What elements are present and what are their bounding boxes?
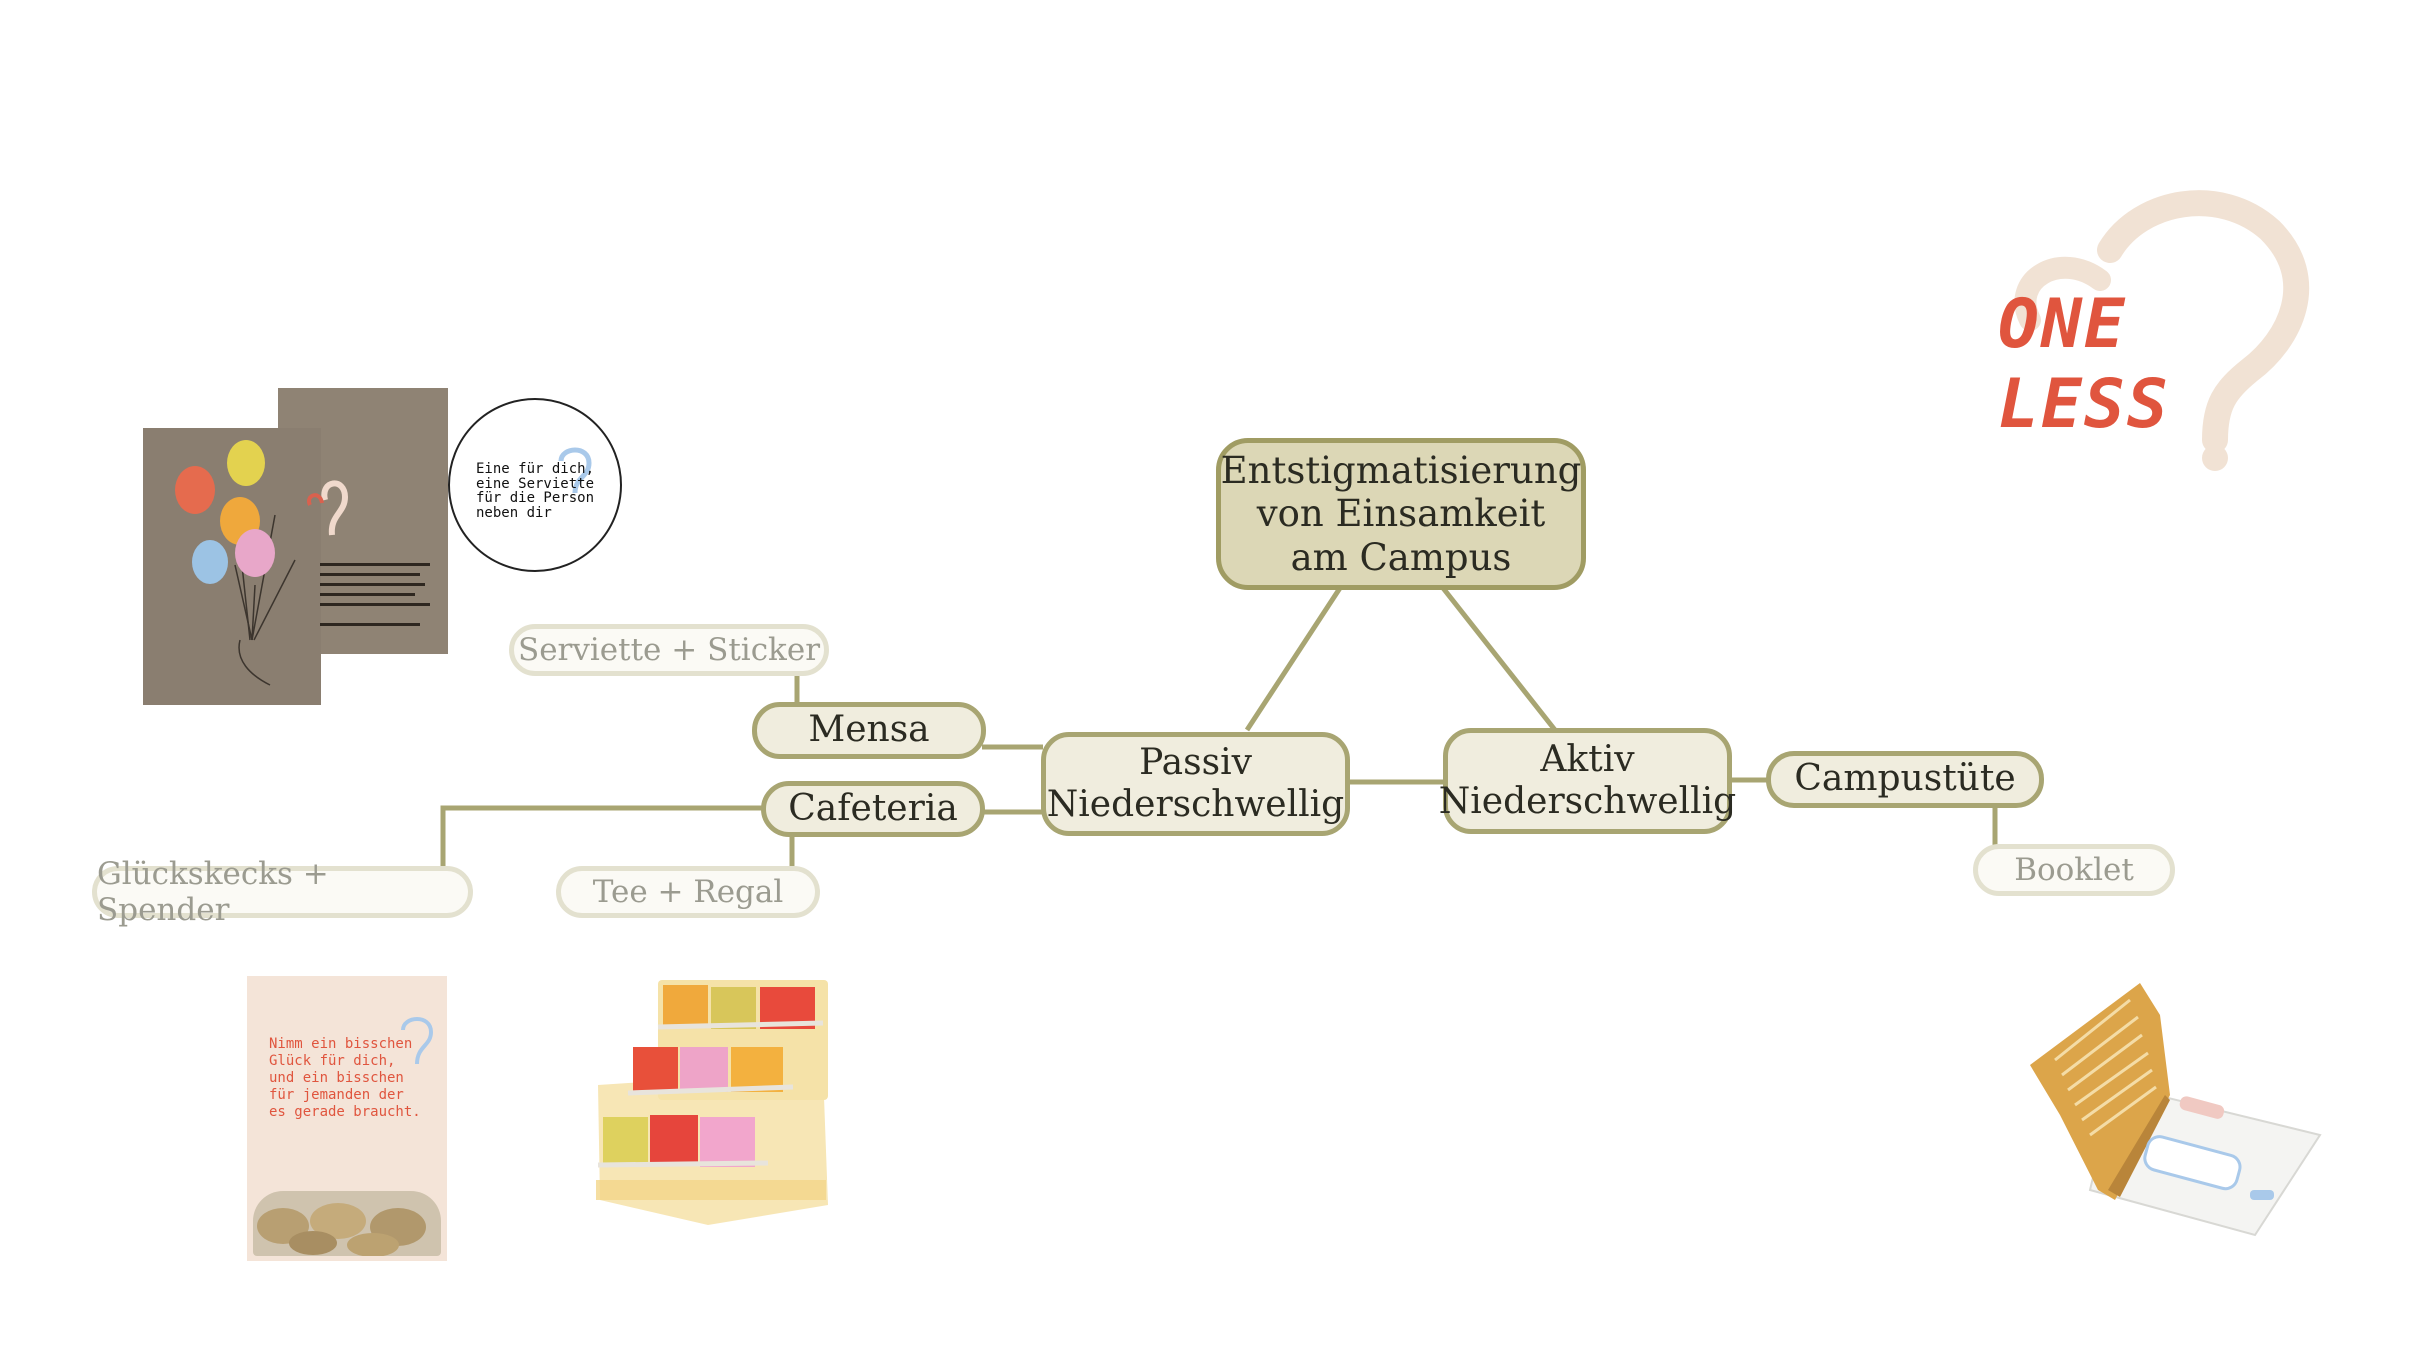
link-glueckskecks-cafeteria — [440, 805, 765, 867]
link-root-passiv — [1244, 586, 1343, 732]
mensa-node: Mensa — [752, 702, 986, 759]
tea-rack-image — [588, 975, 833, 1230]
one-less-logo: ONE LESS — [1990, 190, 2320, 480]
serviette-leaf: Serviette + Sticker — [509, 624, 829, 676]
question-mark-icon — [558, 447, 592, 494]
cafeteria-node: Cafeteria — [761, 781, 985, 837]
link-root-aktiv — [1441, 586, 1557, 732]
cookie-dispenser-image: Nimm ein bisschen Glück für dich, und ei… — [247, 976, 447, 1261]
campustuete-node: Campustüte — [1766, 751, 2044, 808]
logo-line1: ONE — [1998, 285, 2127, 364]
sticker-text: Eine für dich, eine Serviette für die Pe… — [476, 461, 595, 522]
logo-line2: LESS — [1998, 365, 2170, 444]
booklet-leaf: Booklet — [1973, 844, 2175, 896]
napkin-image — [140, 385, 450, 706]
heart-question-icon — [2014, 190, 2310, 471]
cookie-window — [253, 1191, 441, 1257]
glueckskecks-leaf: Glückskecks + Spender — [92, 856, 473, 928]
tee-leaf: Tee + Regal — [556, 866, 820, 918]
sticker-image: Eine für dich, eine Serviette für die Pe… — [448, 398, 622, 572]
booklet-image — [2020, 975, 2340, 1245]
cookie-box-text: Nimm ein bisschen Glück für dich, und ei… — [269, 1036, 421, 1121]
question-mark-icon — [401, 1017, 434, 1065]
root-node: Entstigmatisierung von Einsamkeit am Cam… — [1216, 438, 1586, 590]
aktiv-node: Aktiv Niederschwellig — [1439, 728, 1736, 834]
passiv-node: Passiv Niederschwellig — [1041, 732, 1350, 836]
